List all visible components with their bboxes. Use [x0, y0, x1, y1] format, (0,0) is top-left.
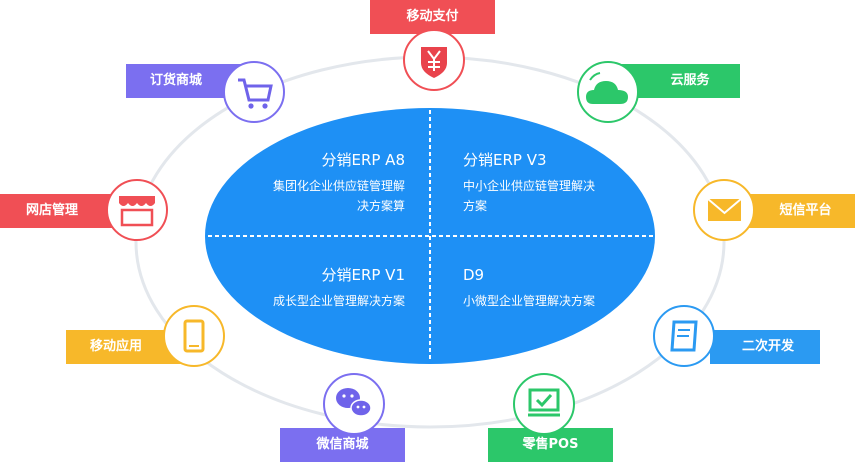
label-bar-mobile-pay — [370, 0, 495, 34]
label-secondary-dev[interactable]: 二次开发 — [741, 339, 794, 354]
quadrant-a8: 分销ERP A8 集团化企业供应链管理解决方案算 — [265, 150, 405, 216]
node-order-mall — [223, 61, 285, 123]
monitor-check-icon — [528, 388, 560, 417]
node-wechat — [323, 373, 385, 435]
quadrant-d9: D9 小微型企业管理解决方案 — [463, 265, 603, 311]
label-bar-dev — [710, 330, 820, 364]
node-mobile-pay — [403, 29, 465, 91]
label-mobile-app[interactable]: 移动应用 — [89, 339, 142, 354]
label-bar-wechat — [280, 428, 405, 462]
quadrant-v3-desc: 中小企业供应链管理解决方案 — [463, 179, 596, 213]
quadrant-a8-title: 分销ERP A8 — [321, 151, 405, 169]
quadrant-v3: 分销ERP V3 中小企业供应链管理解决方案 — [463, 150, 603, 216]
quadrant-v1: 分销ERP V1 成长型企业管理解决方案 — [270, 265, 405, 311]
label-shop-management[interactable]: 网店管理 — [25, 203, 78, 218]
shop-icon — [119, 196, 155, 227]
label-mobile-pay[interactable]: 移动支付 — [406, 9, 459, 24]
label-wechat-mall[interactable]: 微信商城 — [316, 437, 369, 452]
node-pos — [513, 373, 575, 435]
label-retail-pos[interactable]: 零售POS — [522, 437, 579, 452]
label-bar-sms — [740, 194, 855, 228]
quadrant-d9-desc: 小微型企业管理解决方案 — [463, 294, 596, 308]
quadrant-d9-title: D9 — [463, 266, 485, 284]
quadrant-v3-title: 分销ERP V3 — [463, 151, 547, 169]
node-cloud — [577, 61, 639, 123]
envelope-icon — [707, 198, 742, 221]
wechat-icon — [336, 388, 372, 417]
label-sms-platform[interactable]: 短信平台 — [779, 203, 832, 218]
label-bar-shop — [0, 194, 120, 228]
node-shop — [106, 179, 168, 241]
quadrant-v1-title: 分销ERP V1 — [321, 266, 405, 284]
label-cloud-service[interactable]: 云服务 — [670, 73, 710, 88]
scroll-icon — [670, 320, 698, 352]
quadrant-a8-desc: 集团化企业供应链管理解决方案算 — [272, 179, 405, 213]
cloud-icon — [586, 72, 628, 104]
phone-icon — [183, 319, 205, 353]
cart-icon — [238, 78, 273, 109]
label-order-mall[interactable]: 订货商城 — [149, 73, 202, 88]
yen-shield-icon — [421, 47, 447, 78]
node-mobile-app — [163, 305, 225, 367]
node-dev — [653, 305, 715, 367]
node-sms — [693, 179, 755, 241]
quadrant-v1-desc: 成长型企业管理解决方案 — [272, 294, 405, 308]
